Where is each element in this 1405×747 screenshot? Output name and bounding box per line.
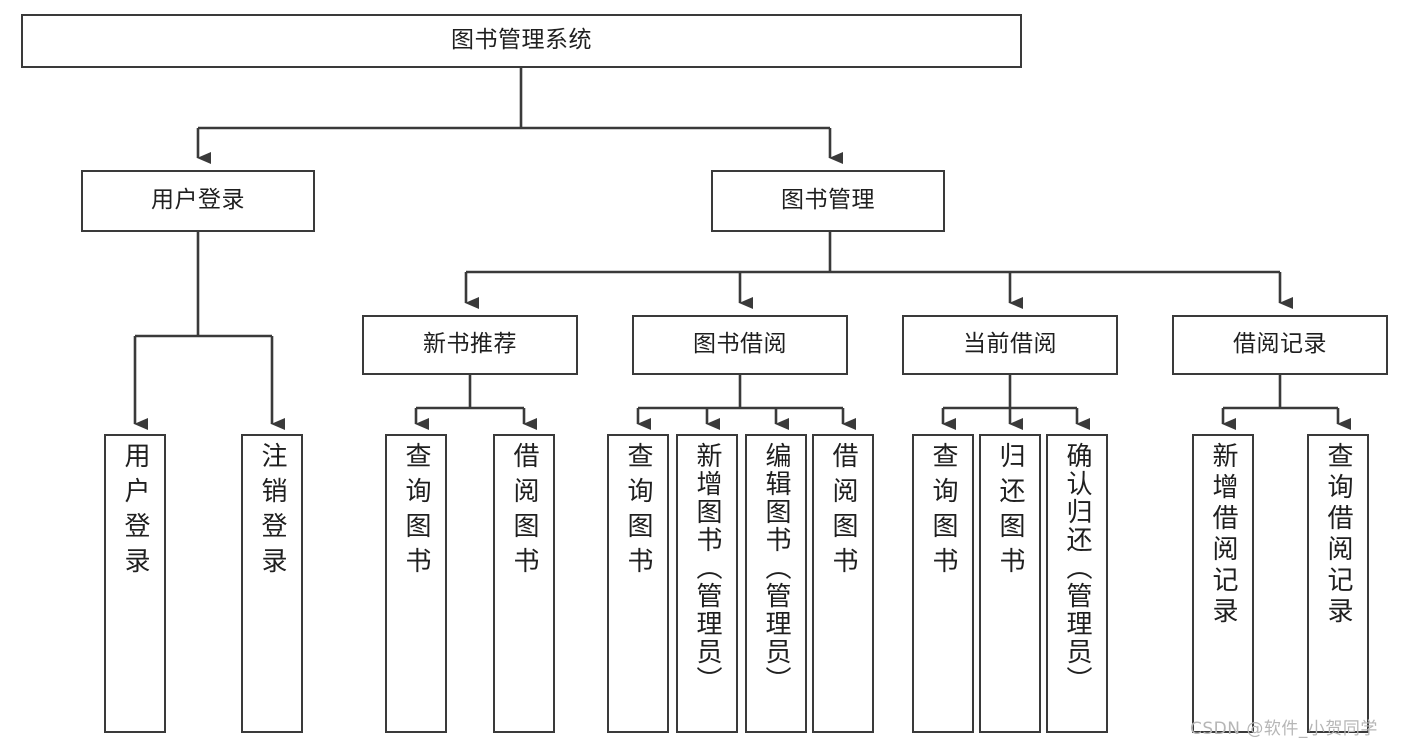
node-label: 借阅记录 <box>1233 331 1327 358</box>
leaf-add-borrow-record[interactable]: 新增借阅记录 <box>1192 434 1254 733</box>
leaf-query-book-recommend[interactable]: 查询图书 <box>385 434 447 733</box>
node-label: 用户登录 <box>151 187 245 214</box>
node-label: 新书推荐 <box>423 331 517 358</box>
node-label: 新增借阅记录 <box>1208 442 1238 628</box>
node-current-borrow[interactable]: 当前借阅 <box>902 315 1118 375</box>
node-new-book-recommend[interactable]: 新书推荐 <box>362 315 578 375</box>
node-label: 查询图书 <box>623 442 653 582</box>
node-label: 图书管理 <box>781 187 875 214</box>
node-label: 图书借阅 <box>693 331 787 358</box>
node-user-login[interactable]: 用户登录 <box>81 170 315 232</box>
leaf-query-borrow-record[interactable]: 查询借阅记录 <box>1307 434 1369 733</box>
leaf-query-book-borrow[interactable]: 查询图书 <box>607 434 669 733</box>
node-label: 借阅图书 <box>509 442 539 582</box>
node-borrow-record[interactable]: 借阅记录 <box>1172 315 1388 375</box>
leaf-confirm-return-admin[interactable]: 确认归还（管理员） <box>1046 434 1108 733</box>
csdn-watermark: CSDN @软件_小贺同学 <box>1190 719 1378 739</box>
leaf-edit-book-admin[interactable]: 编辑图书（管理员） <box>745 434 807 733</box>
node-book-borrow[interactable]: 图书借阅 <box>632 315 848 375</box>
leaf-add-book-admin[interactable]: 新增图书（管理员） <box>676 434 738 733</box>
node-label: 确认归还（管理员） <box>1062 442 1092 694</box>
node-label: 查询图书 <box>928 442 958 582</box>
leaf-user-login[interactable]: 用户登录 <box>104 434 166 733</box>
leaf-borrow-book-recommend[interactable]: 借阅图书 <box>493 434 555 733</box>
leaf-logout[interactable]: 注销登录 <box>241 434 303 733</box>
node-label: 用户登录 <box>120 442 150 582</box>
node-label: 图书管理系统 <box>451 27 592 54</box>
node-label: 当前借阅 <box>963 331 1057 358</box>
node-label: 归还图书 <box>995 442 1025 582</box>
node-book-management[interactable]: 图书管理 <box>711 170 945 232</box>
node-root-book-management-system[interactable]: 图书管理系统 <box>21 14 1022 68</box>
leaf-borrow-book[interactable]: 借阅图书 <box>812 434 874 733</box>
node-label: 查询图书 <box>401 442 431 582</box>
node-label: 注销登录 <box>257 442 287 582</box>
node-label: 查询借阅记录 <box>1323 442 1353 628</box>
node-label: 借阅图书 <box>828 442 858 582</box>
leaf-query-book-current[interactable]: 查询图书 <box>912 434 974 733</box>
leaf-return-book[interactable]: 归还图书 <box>979 434 1041 733</box>
node-label: 新增图书（管理员） <box>692 442 722 694</box>
node-label: 编辑图书（管理员） <box>761 442 791 694</box>
